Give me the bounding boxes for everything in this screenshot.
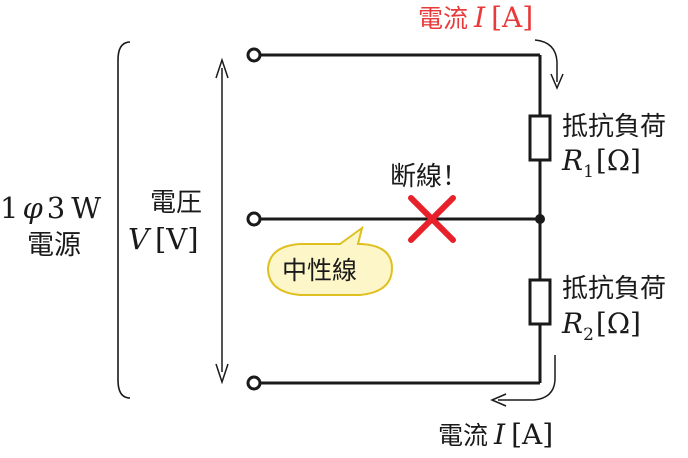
current-top-arrow xyxy=(534,39,558,82)
break-mark-icon xyxy=(408,195,456,243)
load2-symbol: R2[Ω] xyxy=(561,307,641,345)
current-bottom-arrow xyxy=(498,355,556,401)
neutral-bubble xyxy=(266,225,394,296)
load1-label: 抵抗負荷 xyxy=(562,112,666,142)
terminal-bottom xyxy=(246,375,262,391)
current-top-arrow-head xyxy=(550,73,564,90)
load1-symbol: R1[Ω] xyxy=(561,144,641,182)
source-name-label: 電源 xyxy=(27,230,81,261)
break-label: 断線！ xyxy=(390,162,468,192)
voltage-arrow-head-bottom xyxy=(215,363,229,385)
resistor-r2 xyxy=(528,278,552,326)
source-brace xyxy=(117,41,131,399)
load2-label: 抵抗負荷 xyxy=(562,274,666,304)
terminal-top xyxy=(246,47,262,63)
voltage-label: 電圧 xyxy=(150,188,202,218)
voltage-symbol-line: V[V] xyxy=(128,222,199,256)
resistor-r1 xyxy=(528,114,552,162)
voltage-arrow-head-top xyxy=(215,57,229,79)
junction-dot xyxy=(535,214,545,224)
neutral-bubble-label: 中性線 xyxy=(282,256,357,285)
terminal-neutral xyxy=(246,211,262,227)
current-bottom-arrow-head xyxy=(490,393,507,407)
